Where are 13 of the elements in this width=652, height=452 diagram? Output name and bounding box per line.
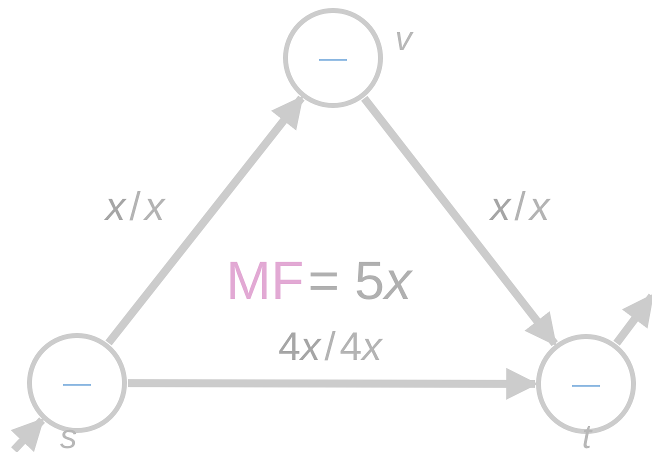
node-name: t	[582, 420, 592, 452]
node-value: —	[63, 369, 91, 397]
node-value: —	[319, 44, 347, 72]
flow-value-text: MF	[226, 254, 304, 308]
arrow	[361, 96, 558, 346]
arrow	[613, 293, 652, 346]
arrow	[10, 417, 45, 452]
arrow	[128, 368, 538, 400]
node-value: —	[572, 370, 600, 398]
node-name: s	[60, 420, 77, 452]
flow-value-text: = 5x	[308, 254, 412, 308]
node-name: v	[395, 22, 412, 56]
arrow	[105, 96, 305, 346]
